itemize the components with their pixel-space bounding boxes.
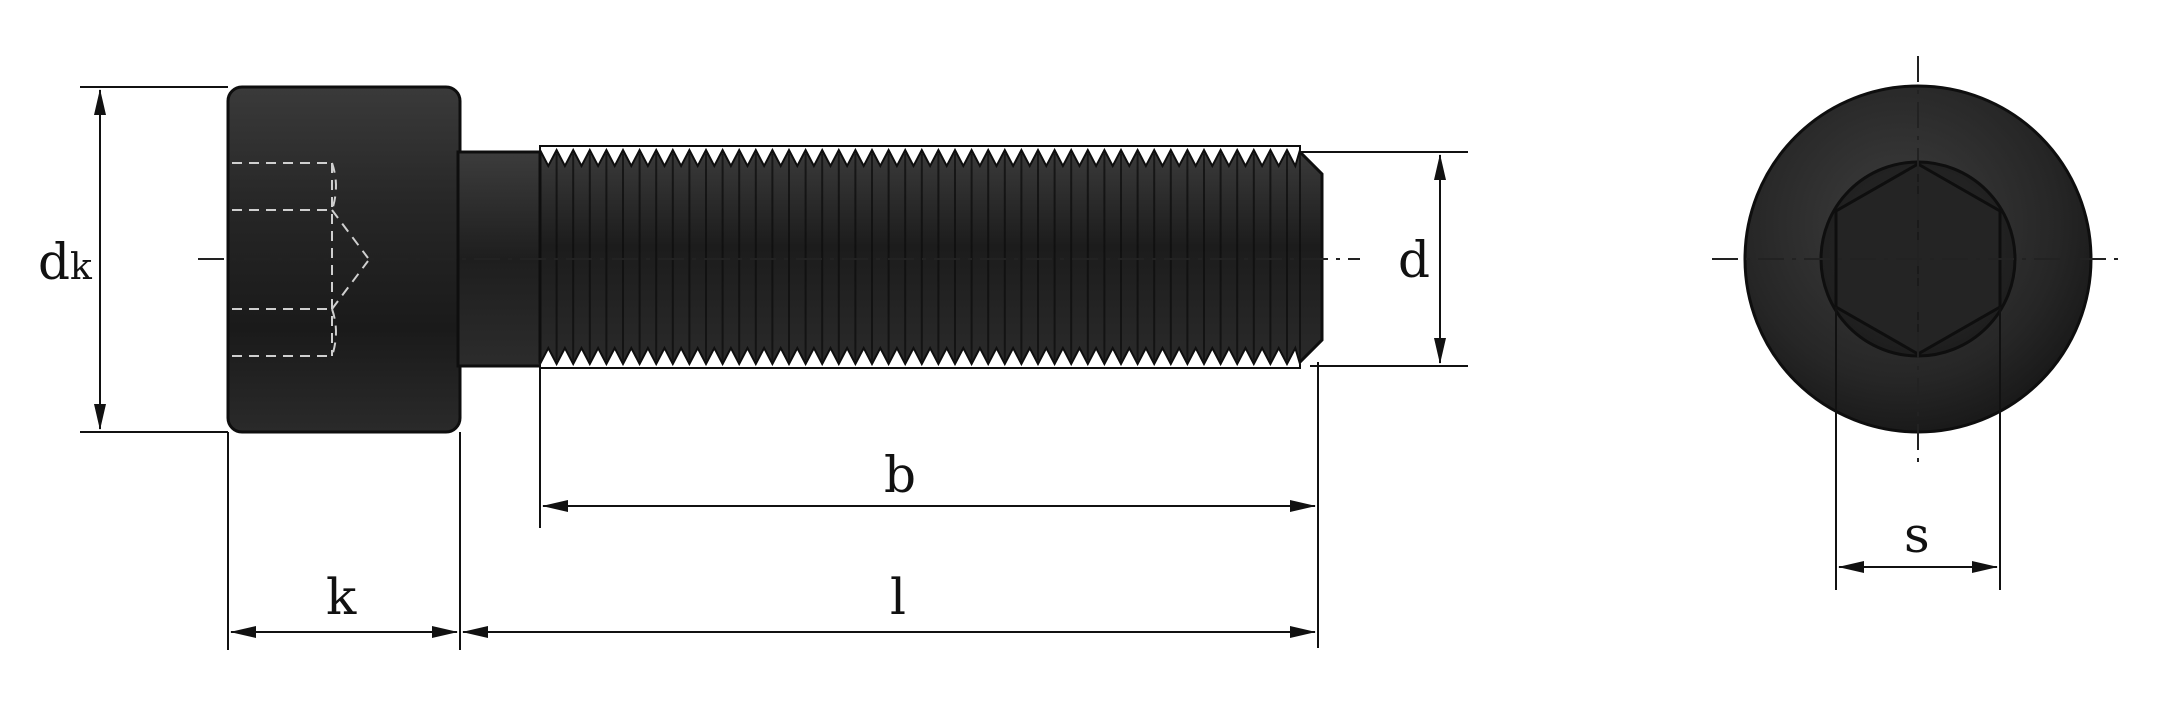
dimension-d [1300, 151, 1468, 367]
end-centre-lines [1712, 56, 2124, 466]
dimension-b [539, 362, 1319, 648]
dimension-dk [80, 86, 228, 433]
thread-top-teeth [539, 145, 1301, 169]
label-dk: d [38, 233, 70, 291]
label-b: b [884, 446, 916, 504]
label-s: s [1904, 506, 1930, 564]
thread-crest-lines [555, 154, 1301, 360]
dimension-s [1835, 307, 2001, 590]
hidden-socket-lines [232, 162, 369, 357]
label-d: d [1398, 231, 1430, 289]
label-dk-subscript: k [70, 247, 93, 288]
thread-bottom-teeth [539, 345, 1301, 369]
svg-text:dk: dk [38, 233, 93, 291]
label-l: l [890, 568, 906, 626]
label-k: k [326, 568, 357, 626]
dimension-k [227, 432, 461, 650]
side-view [226, 85, 1324, 434]
